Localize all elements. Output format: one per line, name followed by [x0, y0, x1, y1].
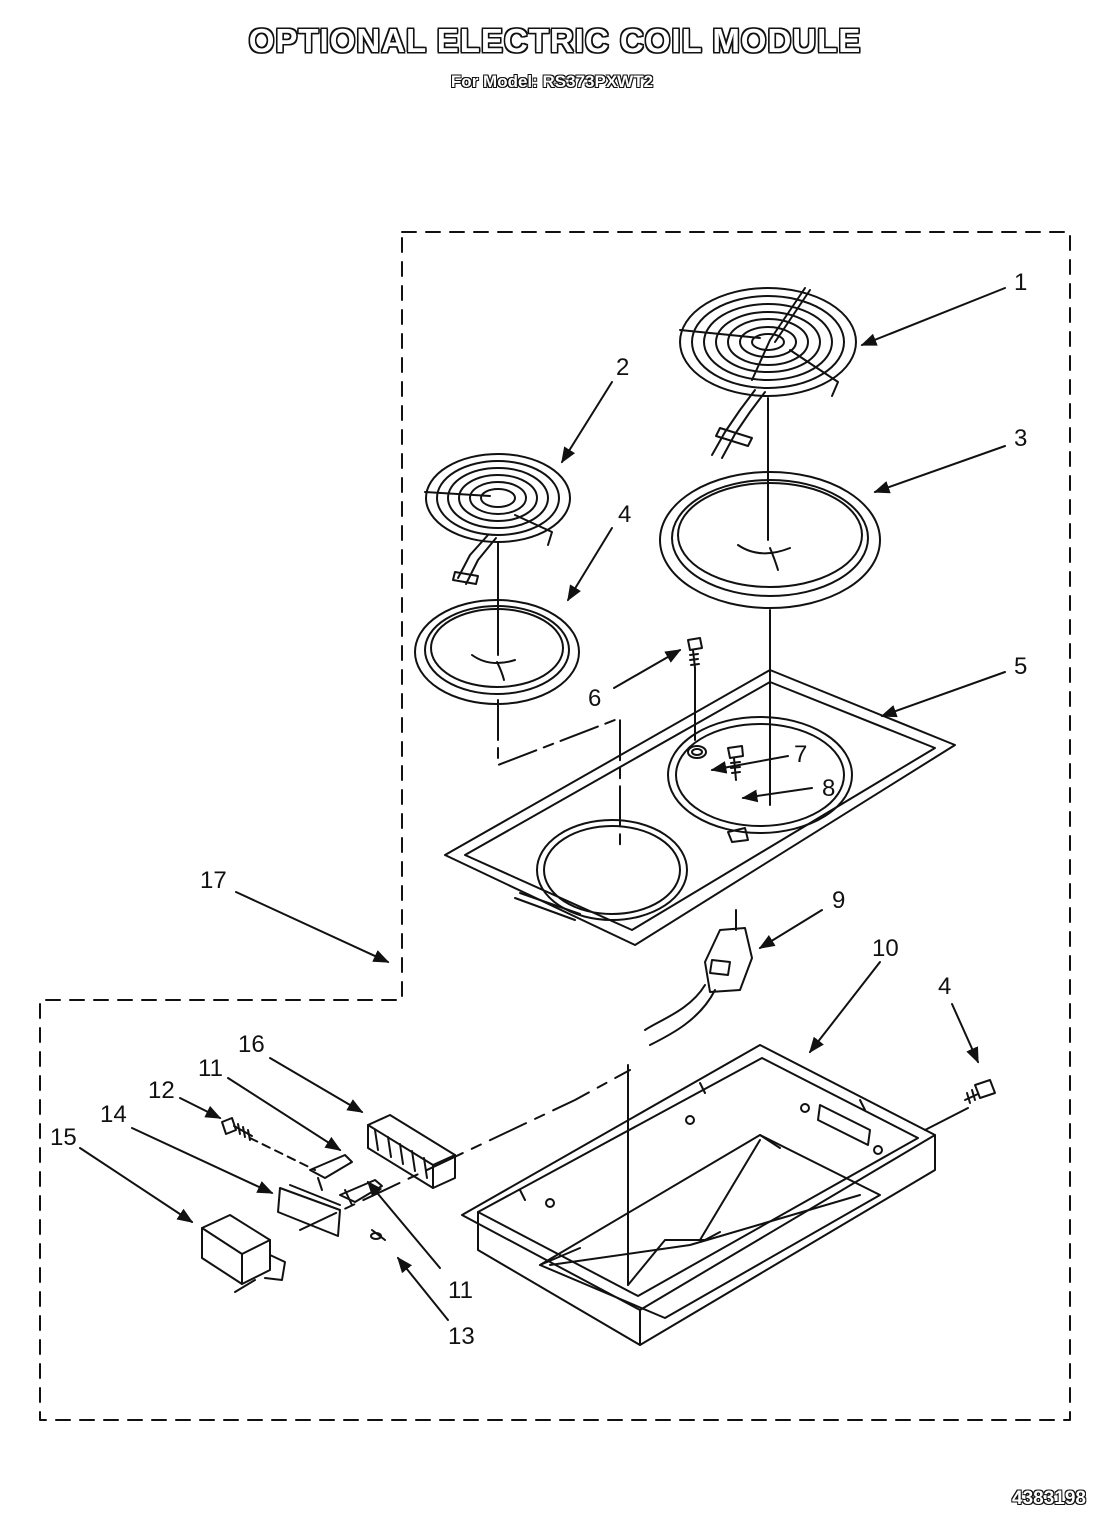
- callout-6: 6: [588, 685, 601, 712]
- callout-15: 15: [50, 1124, 77, 1151]
- cooktop-frame: [444, 669, 956, 946]
- callout-9: 9: [832, 887, 845, 914]
- callout-2: 2: [616, 354, 629, 381]
- diagram-title: OPTIONAL ELECTRIC COIL MODULE: [248, 22, 862, 59]
- callout-11-bottom: 11: [448, 1277, 473, 1304]
- callout-17: 17: [200, 867, 227, 894]
- switch-box-15: [201, 1214, 286, 1293]
- screw-6: [687, 637, 703, 741]
- callout-8: 8: [822, 775, 835, 802]
- burner-box-10: [461, 1044, 936, 1346]
- screw-4-right: [964, 1079, 996, 1104]
- bracket-14: [277, 1184, 341, 1237]
- callout-14: 14: [100, 1101, 127, 1128]
- large-drip-bowl: [659, 471, 881, 806]
- screw-12: [221, 1117, 253, 1141]
- terminal-block-16: [367, 1114, 456, 1189]
- model-subtitle: For Model: RS373PXWT2: [450, 72, 654, 91]
- callout-3: 3: [1014, 425, 1027, 452]
- module-boundary-dashed: [39, 231, 1071, 1421]
- pin-13: [370, 1229, 386, 1241]
- alignment-line-right: [924, 1107, 969, 1131]
- screw-8: [727, 745, 744, 781]
- callout-16: 16: [238, 1031, 265, 1058]
- callout-4-top: 4: [618, 501, 631, 528]
- small-surface-element: [424, 453, 571, 656]
- document-number: 4383198: [1012, 1488, 1086, 1509]
- leader-arrows: [79, 287, 1006, 1321]
- alignment-dashed-line: [299, 1069, 631, 1231]
- wiring-harness-9: [644, 909, 753, 1046]
- callout-12: 12: [148, 1077, 175, 1104]
- terminal-block-7: [687, 745, 707, 759]
- callout-1: 1: [1014, 269, 1027, 296]
- callout-5: 5: [1014, 653, 1027, 680]
- callout-7: 7: [794, 741, 807, 768]
- callout-11-top: 11: [198, 1055, 223, 1082]
- wire-clip-11a: [309, 1154, 353, 1191]
- dashed-line-11: [249, 1137, 316, 1171]
- callout-4-right: 4: [938, 973, 951, 1000]
- callout-13: 13: [448, 1323, 475, 1350]
- callout-10: 10: [872, 935, 899, 962]
- large-surface-element: [679, 287, 857, 541]
